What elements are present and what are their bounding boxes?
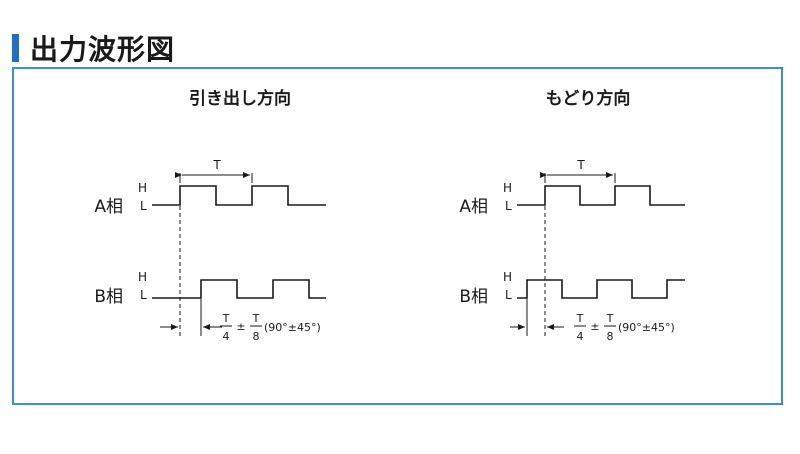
- panel-return: もどり方向 T A相 H L B相 H L T 4 ± T 8 (90°: [459, 88, 685, 343]
- diagram-frame: [12, 67, 783, 405]
- phase-b-high: H: [503, 270, 512, 284]
- phase-a-high: H: [138, 181, 147, 195]
- offset-formula: T 4 ± T 8 (90°±45°): [220, 312, 321, 343]
- offset-formula: T 4 ± T 8 (90°±45°): [574, 312, 675, 343]
- formula-den2: 8: [607, 330, 614, 343]
- title-accent-bar: [12, 34, 19, 62]
- phase-b-waveform: [517, 279, 685, 299]
- phase-a-waveform: [517, 185, 685, 206]
- period-label: T: [212, 158, 221, 172]
- panel-heading: 引き出し方向: [189, 88, 291, 109]
- formula-den1: 4: [223, 330, 230, 343]
- formula-den1: 4: [577, 330, 584, 343]
- formula-pm: ±: [236, 320, 245, 333]
- phase-b-label: B相: [459, 287, 488, 307]
- phase-b-low: L: [505, 288, 512, 302]
- period-label: T: [576, 158, 585, 172]
- formula-num2: T: [606, 312, 614, 325]
- phase-b-low: L: [140, 288, 147, 302]
- formula-num1: T: [576, 312, 584, 325]
- formula-num2: T: [252, 312, 260, 325]
- formula-den2: 8: [253, 330, 260, 343]
- phase-a-waveform: [152, 185, 326, 206]
- formula-note: (90°±45°): [618, 321, 675, 334]
- panel-pullout: 引き出し方向 T A相 H L B相 H L T 4 ± T 8 (90: [94, 88, 326, 343]
- panel-heading: もどり方向: [546, 88, 631, 109]
- formula-note: (90°±45°): [264, 321, 321, 334]
- page-title: 出力波形図: [30, 33, 176, 66]
- phase-a-label: A相: [94, 197, 123, 217]
- formula-pm: ±: [590, 320, 599, 333]
- phase-a-low: L: [140, 199, 147, 213]
- phase-b-high: H: [138, 270, 147, 284]
- phase-a-low: L: [505, 199, 512, 213]
- phase-a-label: A相: [459, 197, 488, 217]
- phase-b-waveform: [152, 279, 326, 299]
- formula-num1: T: [222, 312, 230, 325]
- phase-a-high: H: [503, 181, 512, 195]
- phase-b-label: B相: [94, 287, 123, 307]
